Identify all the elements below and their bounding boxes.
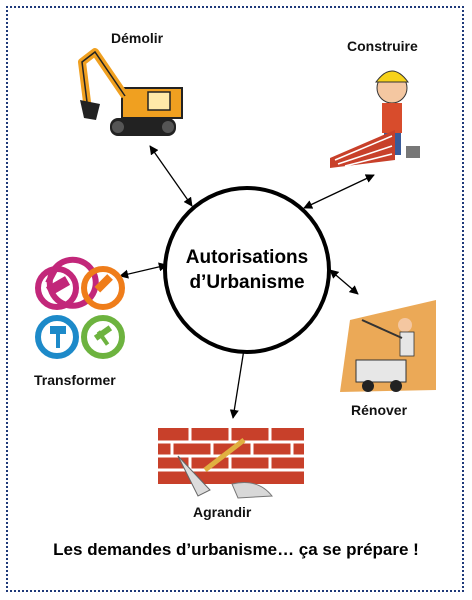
label-transformer: Transformer (34, 372, 116, 388)
center-title-line1: Autorisations (185, 247, 309, 268)
builder-illustration (330, 70, 420, 168)
arrow-transformer (119, 262, 168, 279)
label-demolir: Démolir (111, 30, 164, 46)
renovation-illustration (340, 300, 436, 392)
label-construire: Construire (347, 38, 418, 54)
label-renover: Rénover (351, 402, 408, 418)
label-agrandir: Agrandir (193, 504, 252, 520)
tools-icons (35, 256, 125, 359)
excavator-illustration (78, 48, 183, 136)
arrow-agrandir (229, 342, 249, 419)
arrow-demolir (149, 145, 193, 207)
footer-tagline: Les demandes d’urbanisme… ça se prépare … (53, 540, 419, 559)
center-title-line2: d’Urbanisme (189, 272, 305, 293)
brick-wall-illustration (158, 428, 304, 499)
arrow-construire (303, 174, 375, 209)
dotted-frame (6, 6, 464, 592)
center-node: Autorisations d’Urbanisme (163, 186, 331, 354)
arrow-renover (329, 269, 359, 295)
